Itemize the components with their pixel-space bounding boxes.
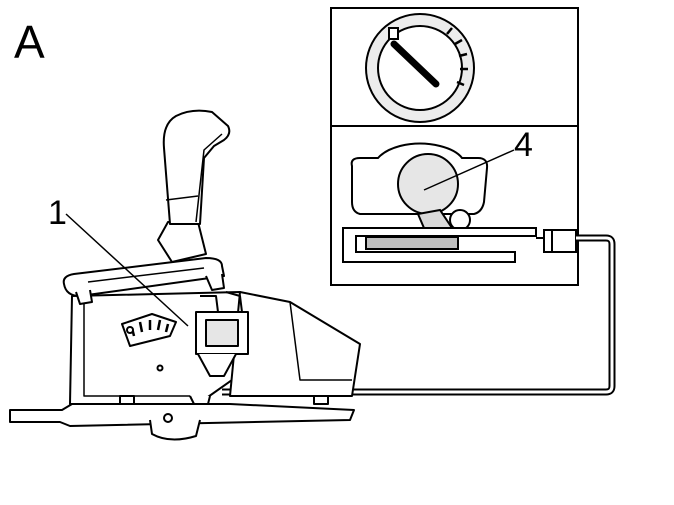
callout-4-label: 4 bbox=[514, 126, 533, 164]
callout-1: 1 bbox=[48, 194, 189, 327]
interlock-cable bbox=[222, 234, 616, 396]
callout-4: 4 bbox=[423, 126, 533, 191]
gear-selector-assembly bbox=[9, 109, 361, 441]
callout-1-label: 1 bbox=[48, 194, 67, 232]
panel-label: A bbox=[14, 16, 45, 68]
ignition-lock-dial-icon bbox=[365, 13, 475, 123]
key-lock-mechanism bbox=[342, 142, 577, 263]
